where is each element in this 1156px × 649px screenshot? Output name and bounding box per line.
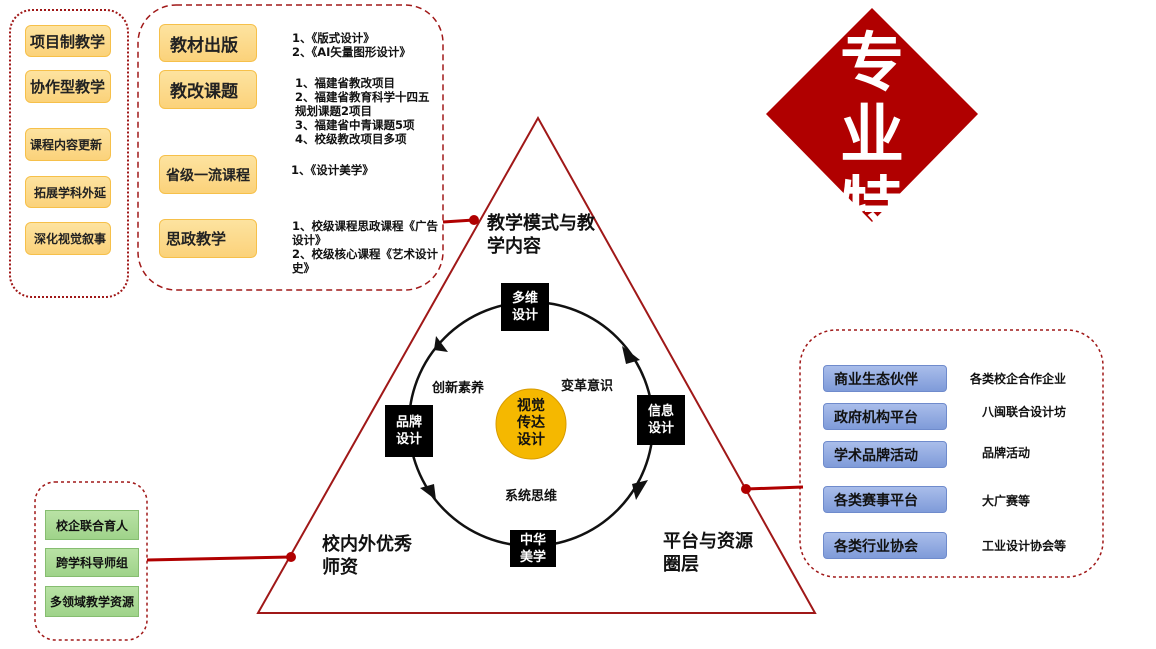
arrow-icon xyxy=(622,346,640,364)
arrow-icon xyxy=(632,480,648,500)
faculty-item: 多领域教学资源 xyxy=(45,586,139,617)
faculty-group-border xyxy=(34,481,148,641)
platform-item: 商业生态伙伴 xyxy=(823,365,947,392)
note-line: 1、《设计美学》 xyxy=(291,163,374,177)
note-line: 2、校级核心课程《艺术设计史》 xyxy=(292,247,439,275)
cycle-label-systems: 系统思维 xyxy=(505,489,558,504)
platform-item: 政府机构平台 xyxy=(823,403,947,430)
platform-note: 各类校企合作企业 xyxy=(970,372,1067,386)
note-line: 3、福建省中青课题5项 xyxy=(295,118,415,132)
faculty-item: 校企联合育人 xyxy=(45,510,139,540)
methods-group-border xyxy=(9,9,129,298)
faculty-item: 跨学科导师组 xyxy=(45,548,139,577)
achievement-label: 教改课题 xyxy=(159,70,257,109)
platform-note: 工业设计协会等 xyxy=(982,539,1067,553)
method-item: 协作型教学 xyxy=(25,70,111,103)
note-line: 4、校级教改项目多项 xyxy=(295,132,407,146)
connector-top xyxy=(442,218,475,224)
triangle-top-label: 教学模式与教学内容 xyxy=(487,213,595,257)
note-line: 2、《AI矢量图形设计》 xyxy=(292,45,411,59)
achievement-notes: 1、《版式设计》 2、《AI矢量图形设计》 xyxy=(292,31,442,59)
cycle-node-top: 多维设计 xyxy=(501,283,549,331)
cycle-node-right: 信息设计 xyxy=(637,395,685,445)
note-line: 1、福建省教改项目 xyxy=(295,76,396,90)
platform-note: 八闽联合设计坊 xyxy=(982,405,1067,419)
achievement-label: 省级一流课程 xyxy=(159,155,257,194)
feature-title: 专业 特色 xyxy=(826,28,918,316)
triangle-left-label: 校内外优秀师资 xyxy=(322,534,412,578)
method-item: 拓展学科外延 xyxy=(25,176,111,208)
achievement-notes: 1、《设计美学》 xyxy=(291,163,436,177)
arrow-icon xyxy=(420,484,436,500)
achievement-label: 教材出版 xyxy=(159,24,257,62)
achievement-label: 思政教学 xyxy=(159,219,257,258)
triangle xyxy=(256,115,817,614)
feature-title-line: 专业 xyxy=(840,27,904,173)
connector-left xyxy=(146,555,292,562)
achievement-notes: 1、福建省教改项目 2、福建省教育科学十四五规划课题2项目 3、福建省中青课题5… xyxy=(295,76,440,146)
feature-title-line: 特色 xyxy=(840,171,904,317)
cycle-label-reform: 变革意识 xyxy=(561,379,614,394)
method-item: 项目制教学 xyxy=(25,25,111,57)
platform-note: 大广赛等 xyxy=(982,494,1031,508)
center-circle xyxy=(495,388,567,460)
method-item: 课程内容更新 xyxy=(25,128,111,161)
platform-item: 各类赛事平台 xyxy=(823,486,947,513)
note-line: 1、《版式设计》 xyxy=(292,31,375,45)
method-item: 深化视觉叙事 xyxy=(25,222,111,255)
platform-item: 各类行业协会 xyxy=(823,532,947,559)
connector-dot xyxy=(469,215,479,225)
cycle-center-label: 视觉传达设计 xyxy=(517,398,545,448)
platform-item: 学术品牌活动 xyxy=(823,441,947,468)
achievements-group-border xyxy=(137,4,444,291)
connector-dot xyxy=(741,484,751,494)
triangle-right-label: 平台与资源圈层 xyxy=(663,531,753,575)
platforms-group-border xyxy=(799,329,1104,578)
feature-diamond xyxy=(766,8,978,222)
cycle-node-bottom: 中华美学 xyxy=(510,530,556,567)
note-line: 1、校级课程思政课程《广告设计》 xyxy=(292,219,439,247)
connector-dot xyxy=(286,552,296,562)
cycle-label-innovation: 创新素养 xyxy=(432,381,485,396)
connector-right xyxy=(745,485,804,491)
platform-note: 品牌活动 xyxy=(982,446,1031,460)
cycle-node-left: 品牌设计 xyxy=(385,405,433,457)
note-line: 2、福建省教育科学十四五规划课题2项目 xyxy=(295,90,430,118)
achievement-notes: 1、校级课程思政课程《广告设计》 2、校级核心课程《艺术设计史》 xyxy=(292,219,440,275)
arrow-icon xyxy=(434,336,448,352)
